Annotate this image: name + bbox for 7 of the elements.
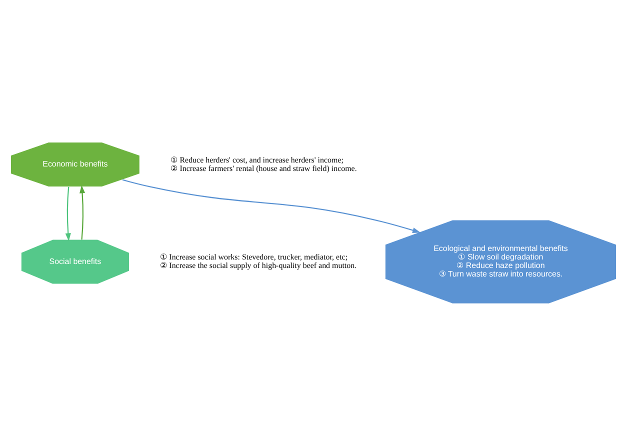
arrow	[80, 184, 86, 240]
arrow	[65, 186, 71, 241]
arrow	[122, 178, 421, 232]
node-label: ① Reduce herders' cost, and increase herders' income;	[170, 154, 344, 164]
node-label: ② Increase farmers' rental (house and straw field) income.	[170, 163, 357, 172]
node-label: ① Increase social works: Stevedore, trucker, mediator, etc;	[160, 252, 348, 262]
node-label: ② Increase the social supply of high-quality beef and mutton.	[160, 260, 357, 270]
